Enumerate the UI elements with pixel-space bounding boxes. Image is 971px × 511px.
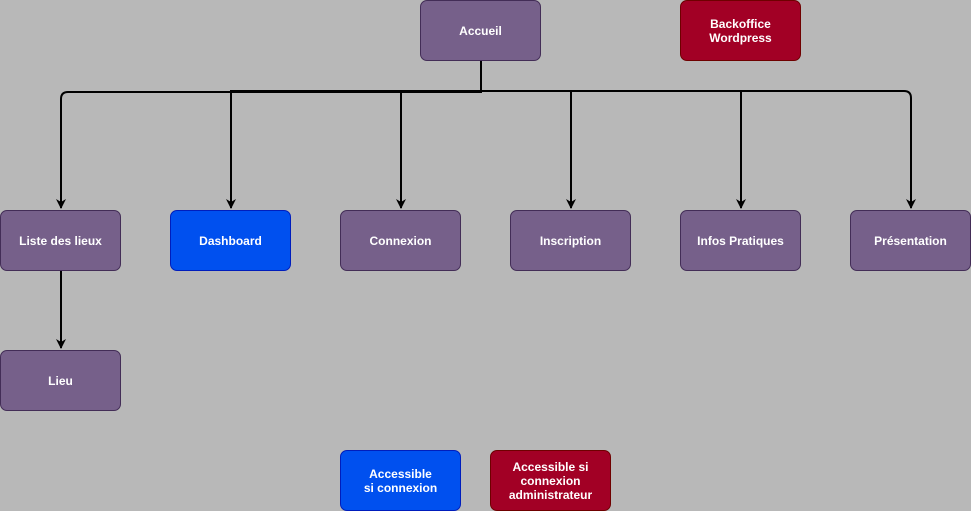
edge-accueil-infos-pratiques bbox=[480, 61, 746, 209]
legend-accessible-si-connexion: Accessible si connexion bbox=[340, 450, 461, 511]
edge-accueil-dashboard bbox=[226, 61, 482, 209]
node-backoffice-wordpress: Backoffice Wordpress bbox=[680, 0, 801, 61]
node-accueil: Accueil bbox=[420, 0, 541, 61]
node-infos-pratiques: Infos Pratiques bbox=[680, 210, 801, 271]
legend-accessible-admin: Accessible si connexion administrateur bbox=[490, 450, 611, 511]
edge-accueil-connexion bbox=[396, 61, 482, 209]
node-liste-des-lieux: Liste des lieux bbox=[0, 210, 121, 271]
node-inscription: Inscription bbox=[510, 210, 631, 271]
node-lieu: Lieu bbox=[0, 350, 121, 411]
node-dashboard: Dashboard bbox=[170, 210, 291, 271]
edge-accueil-liste-des-lieux bbox=[56, 61, 482, 209]
node-presentation: Présentation bbox=[850, 210, 971, 271]
node-connexion: Connexion bbox=[340, 210, 461, 271]
edge-accueil-inscription bbox=[480, 61, 576, 209]
edge-accueil-presentation bbox=[480, 61, 916, 209]
